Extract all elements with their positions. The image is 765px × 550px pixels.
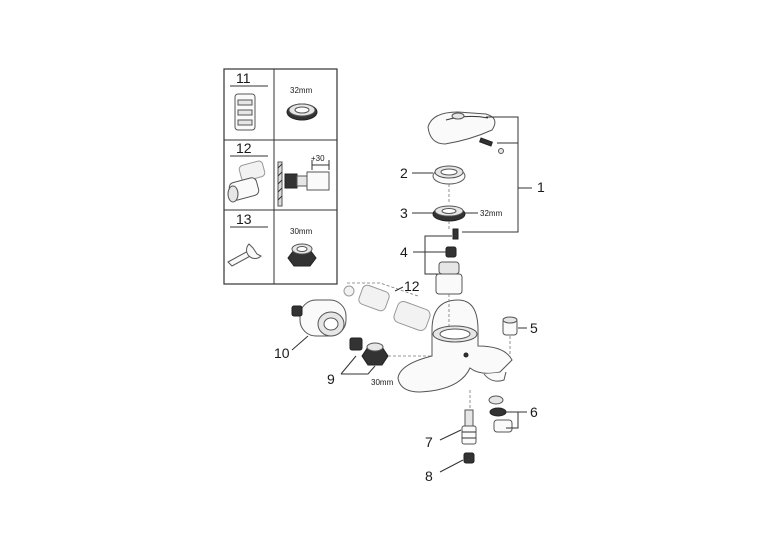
- handle-screw: [479, 137, 504, 154]
- cap-ring: [432, 165, 466, 185]
- label-7: 7: [425, 434, 433, 450]
- connector-nut-30mm: [361, 342, 389, 366]
- label-3: 3: [400, 205, 408, 221]
- cartridge-clip: [445, 246, 457, 258]
- inset-row-13: 13 30mm: [227, 211, 317, 267]
- inset-row-12: 12 +30: [227, 140, 330, 207]
- label-1: 1: [537, 179, 545, 195]
- wrench-icon: [227, 243, 262, 267]
- label-10: 10: [274, 345, 290, 361]
- wall-connector: [291, 299, 347, 337]
- nut-ring-32mm-icon: [286, 103, 318, 121]
- extension-dimension-label: +30: [311, 154, 325, 163]
- nut-30mm-icon: [287, 243, 317, 267]
- label-8: 8: [425, 468, 433, 484]
- spindle-stem: [461, 409, 477, 445]
- label-2: 2: [400, 165, 408, 181]
- inset-row-11-number: 11: [236, 70, 251, 86]
- nut-32mm: [432, 205, 466, 222]
- inset-row-11: 11 32mm: [230, 70, 318, 131]
- label-4: 4: [400, 244, 408, 260]
- label-6: 6: [530, 404, 538, 420]
- cartridge: [435, 261, 463, 295]
- cartridge-sleeve-icon: [234, 93, 256, 131]
- label-5: 5: [530, 320, 538, 336]
- label-9-size: 30mm: [371, 378, 394, 387]
- inset-row-12-number: 12: [236, 140, 252, 156]
- inset-row-13-number: 13: [236, 211, 252, 227]
- extension-set: [343, 284, 431, 331]
- spare-parts-inset-table: 11 32mm 12: [223, 68, 338, 285]
- inset-row-11-size: 32mm: [290, 86, 313, 95]
- extension-pieces-icon: [227, 160, 266, 203]
- wall-extension-dimension-icon: +30: [277, 154, 330, 207]
- diverter-knob: [502, 316, 518, 336]
- label-12: 12: [404, 278, 420, 294]
- connector-fitting: [349, 337, 363, 351]
- aerator-seals: [488, 395, 513, 433]
- inset-row-13-size: 30mm: [290, 227, 313, 236]
- label-3-size: 32mm: [480, 209, 503, 218]
- lever-handle: [427, 111, 496, 145]
- mixer-body: [397, 299, 513, 393]
- cartridge-screw: [452, 228, 459, 240]
- small-cap: [463, 452, 475, 464]
- label-9: 9: [327, 371, 335, 387]
